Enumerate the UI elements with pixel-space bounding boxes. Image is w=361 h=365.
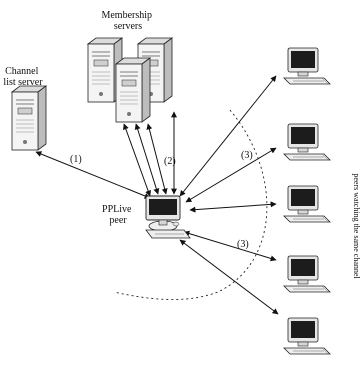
arrow-peer-to-peer bbox=[183, 230, 277, 262]
membership-server-icon bbox=[115, 57, 151, 123]
membership-servers-label-line2: servers bbox=[114, 21, 142, 32]
remote-peer-computer-icon bbox=[283, 123, 331, 161]
step-1-label: (1) bbox=[70, 154, 82, 165]
remote-peer-computer-icon bbox=[283, 317, 331, 355]
remote-peer-computer-icon bbox=[283, 47, 331, 85]
membership-servers-group bbox=[87, 37, 173, 123]
remote-peer-computer-icon bbox=[283, 255, 331, 293]
arrow-membership-server-to-peer bbox=[146, 123, 168, 195]
channel-list-server-label-line1: Channel bbox=[5, 66, 39, 77]
pplive-peer-label: PPLive peer bbox=[102, 204, 134, 226]
step-3-upper-label: (3) bbox=[241, 150, 253, 161]
membership-servers-label: Membership servers bbox=[101, 10, 154, 32]
pplive-peer-computer-icon bbox=[145, 195, 191, 239]
arrow-membership-server-to-peer bbox=[134, 123, 160, 195]
remote-peer-computer-icon bbox=[283, 185, 331, 223]
arrow-peer-to-peer bbox=[189, 201, 277, 213]
step-2-label: (2) bbox=[164, 156, 176, 167]
arrow-membership-server-to-peer bbox=[123, 123, 151, 197]
channel-list-server-label-line2: list server bbox=[3, 77, 43, 88]
arrow-channel-server-to-peer bbox=[35, 151, 151, 199]
neighborhood-boundary-arc bbox=[113, 109, 268, 301]
channel-list-server-label: Channel list server bbox=[3, 66, 43, 88]
peers-watching-same-channel-caption: peers watching the same channel bbox=[352, 173, 361, 279]
arrow-peer-to-peer bbox=[179, 239, 279, 315]
step-3-lower-label: (3) bbox=[237, 239, 249, 250]
arrow-peer-to-peer bbox=[185, 147, 277, 203]
pplive-peer-label-line2: peer bbox=[109, 215, 127, 226]
membership-servers-label-line1: Membership bbox=[101, 10, 152, 21]
pplive-peer-label-line1: PPLive bbox=[102, 204, 132, 215]
channel-list-server-icon bbox=[11, 85, 47, 151]
arrow-peer-to-peer bbox=[179, 75, 277, 197]
